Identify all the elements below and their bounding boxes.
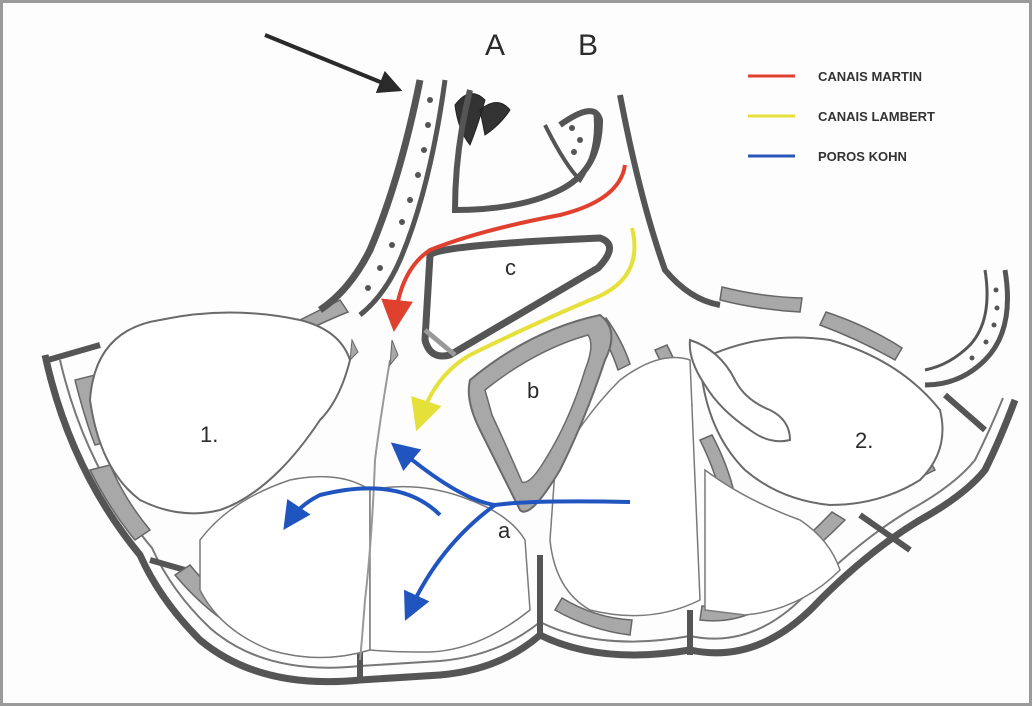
- small-wall-fragment: [350, 340, 398, 365]
- bronchiole-right-far-inner: [925, 270, 987, 370]
- legend-label-kohn: POROS KOHN: [818, 149, 907, 164]
- duct-dots: [569, 125, 583, 155]
- legend: CANAIS MARTIN CANAIS LAMBERT POROS KOHN: [748, 69, 935, 164]
- label-B: B: [578, 29, 598, 62]
- legend-label-lambert: CANAIS LAMBERT: [818, 109, 935, 124]
- label-alveolus-1: 1.: [200, 422, 218, 447]
- label-alveolus-2: 2.: [855, 428, 873, 453]
- septum-right-2: [945, 395, 985, 430]
- label-b: b: [527, 378, 539, 403]
- label-c: c: [505, 255, 516, 280]
- pointer-arrow: [265, 35, 395, 88]
- legend-label-martin: CANAIS MARTIN: [818, 69, 922, 84]
- septum-left: [150, 560, 185, 570]
- bronchiole-left-outer-wall: [320, 80, 420, 310]
- label-a: a: [498, 518, 511, 543]
- alveolus-lower-mid: [370, 487, 530, 652]
- bronchiole-right-wall: [620, 95, 720, 305]
- label-A: A: [485, 29, 505, 62]
- septum-left-top: [48, 345, 100, 360]
